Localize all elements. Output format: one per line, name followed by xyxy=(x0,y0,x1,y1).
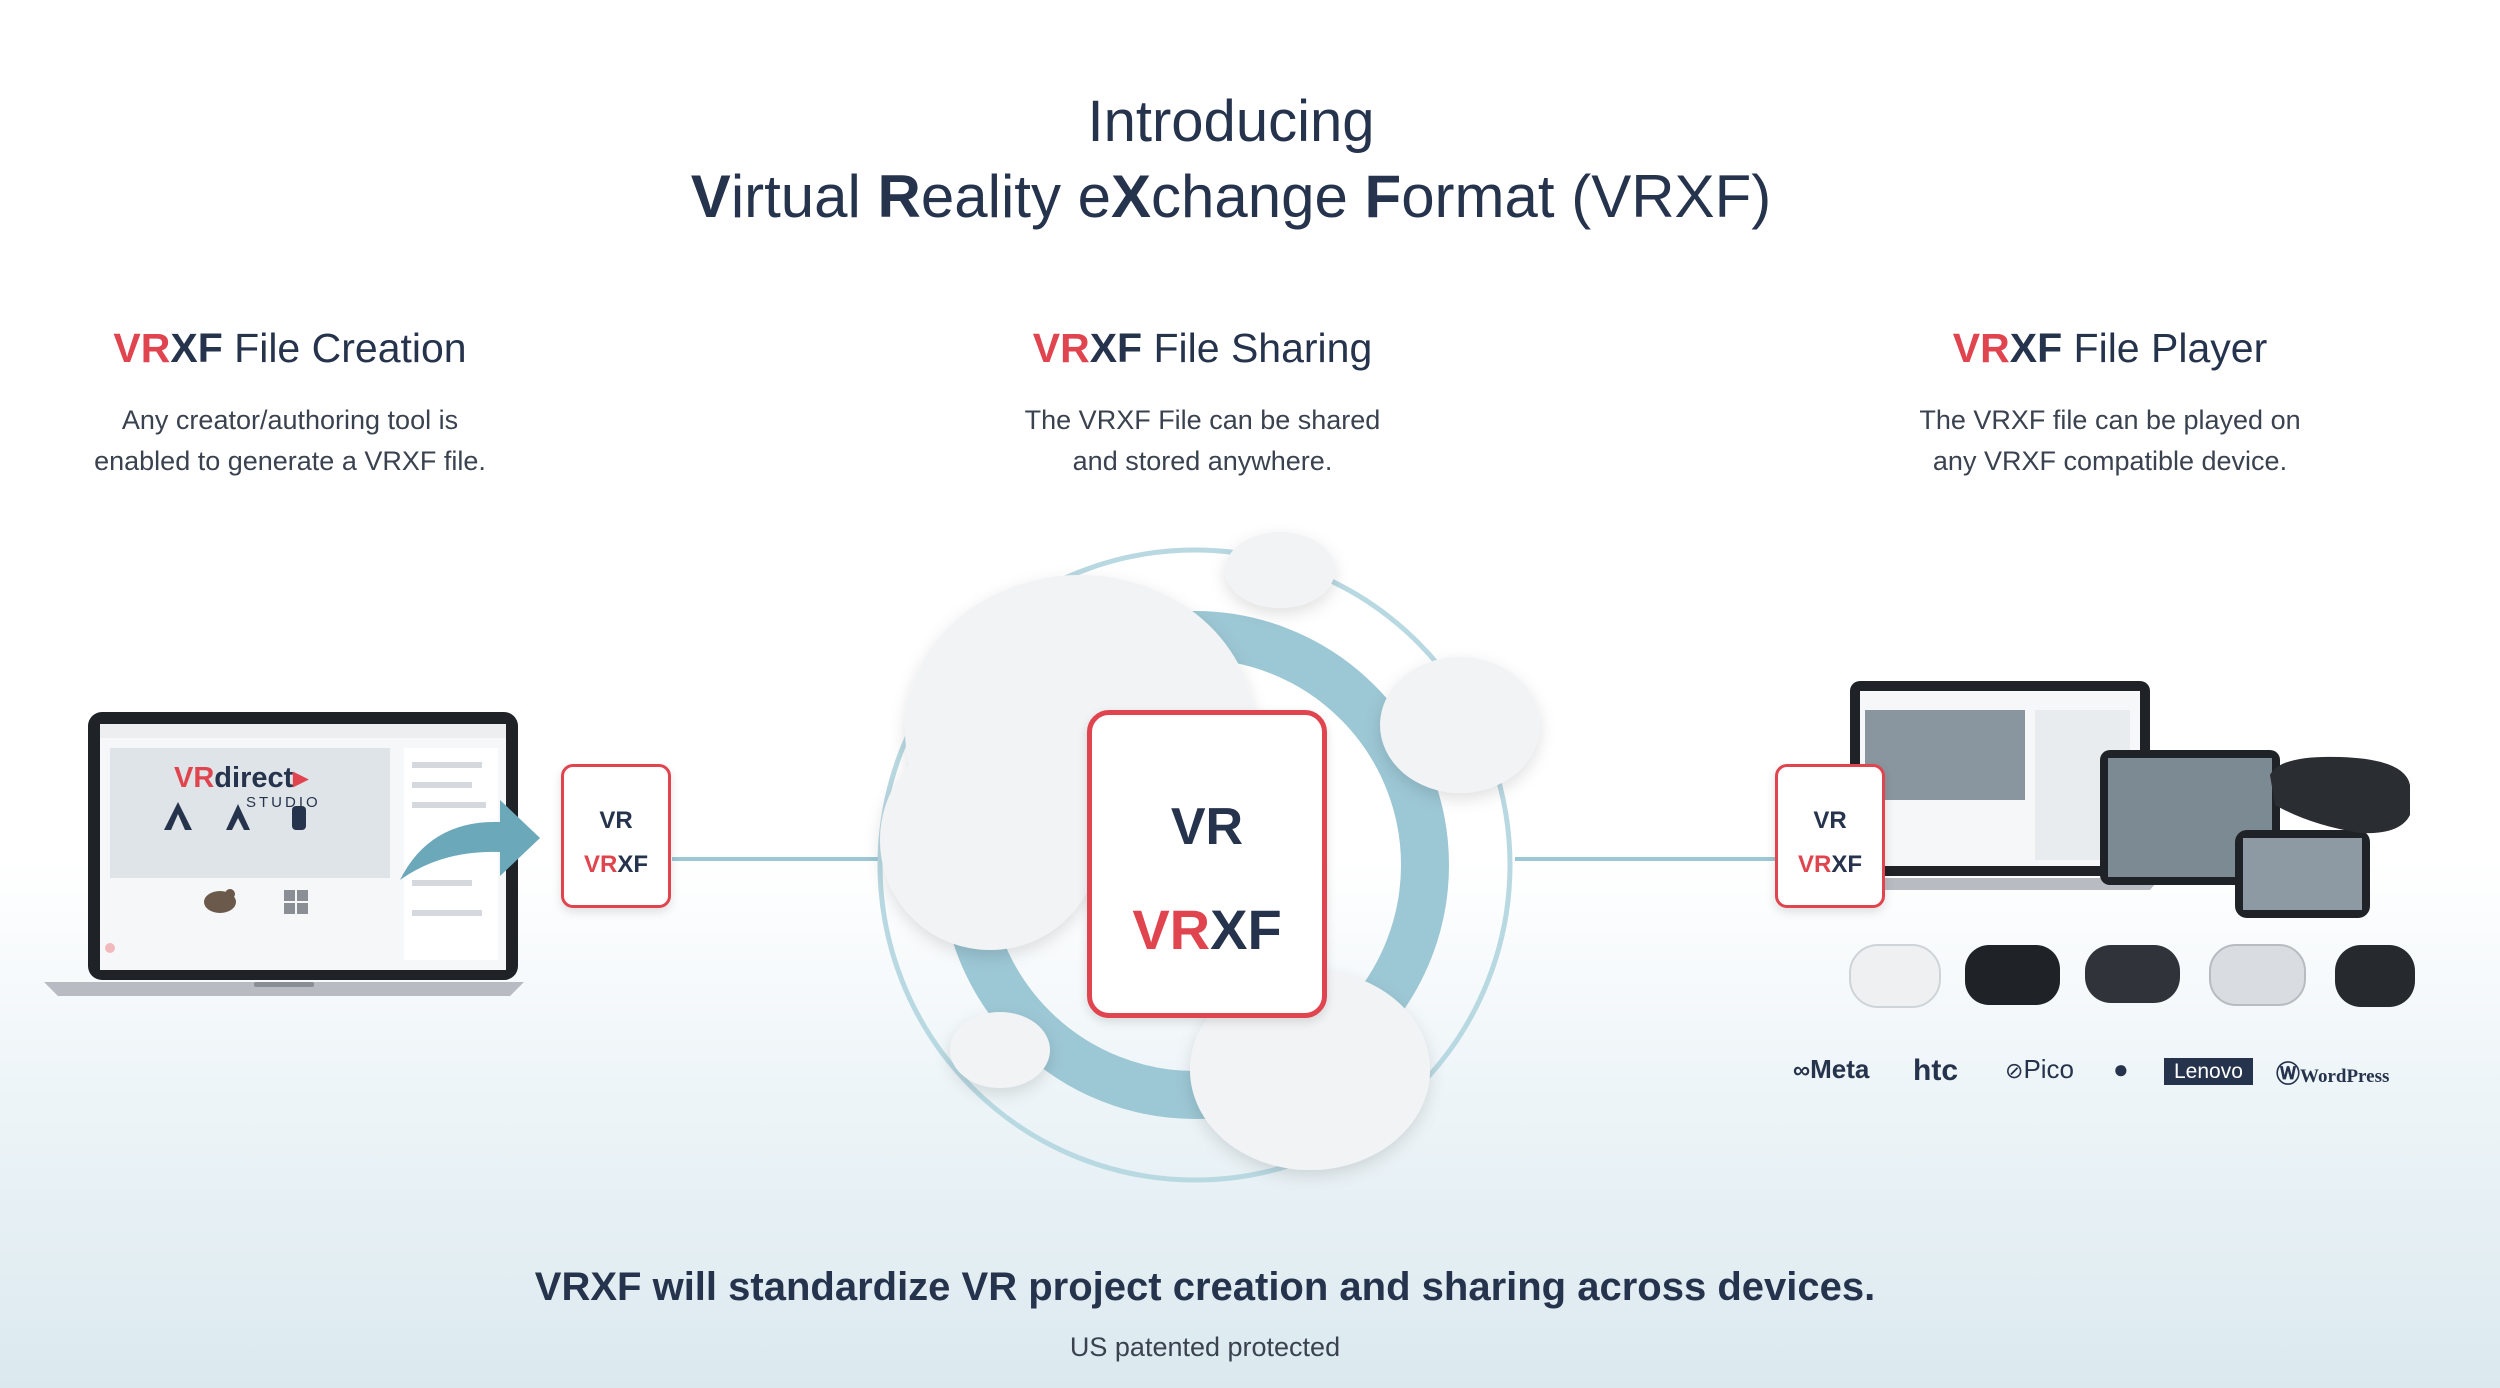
title-part: X xyxy=(1110,163,1152,230)
cloud-storage-diagram xyxy=(877,532,1540,1183)
title-format-name: Virtual Reality eXchange Format (VRXF) xyxy=(0,162,2462,231)
brand-lenovo: Lenovo xyxy=(2164,1054,2253,1085)
app-sub: STUDIO xyxy=(246,794,321,811)
cloud-small-top xyxy=(1225,532,1335,608)
title-part: R xyxy=(877,163,921,230)
brand-wordpress: ⓌWordPress xyxy=(2276,1062,2390,1088)
connector-right xyxy=(1515,857,1775,861)
apple-icon: ● xyxy=(2113,1054,2129,1084)
cloud-bottom-right xyxy=(1190,970,1430,1170)
footer-patent-note: US patented protected xyxy=(1069,1332,1341,1362)
column-file-creation: VRXF File Creation Any creator/authoring… xyxy=(40,325,540,482)
title-part: V xyxy=(690,163,731,230)
vrxf-file-icon-center: VR VRXF xyxy=(1087,710,1327,1018)
brand-meta: ∞Meta xyxy=(1793,1054,1870,1084)
brand-htc: htc xyxy=(1913,1054,1958,1087)
brand-pico: ⊘Pico xyxy=(2005,1054,2075,1084)
title-part: F xyxy=(1364,163,1402,230)
windows-icon xyxy=(284,890,308,914)
connector-left xyxy=(672,857,882,861)
devices-illustration xyxy=(1840,681,2415,1008)
cloud-small-left xyxy=(950,1012,1050,1088)
title-part: change xyxy=(1151,163,1365,230)
headset-row xyxy=(1849,944,2415,1008)
title-part: irtual xyxy=(730,163,878,230)
arrow-icon xyxy=(400,800,540,880)
outer-ring xyxy=(877,547,1513,1183)
title-part: ormat (VRXF) xyxy=(1401,163,1772,230)
gimp-icon xyxy=(204,889,236,913)
footer-statement: VRXF will standardize VR project creatio… xyxy=(534,1265,1876,1309)
column-file-player: VRXF File Player The VRXF file can be pl… xyxy=(1860,325,2360,482)
heading-file-sharing: VRXF File Sharing xyxy=(1032,325,1373,371)
cloud-right xyxy=(1380,657,1540,793)
app-brand: VRdirect▸ xyxy=(174,762,308,794)
authoring-tool-icons xyxy=(164,802,306,830)
column-file-sharing: VRXF File Sharing The VRXF File can be s… xyxy=(1000,325,1405,482)
cloud-left xyxy=(880,730,1100,950)
vrxf-file-icon-left: VR VRXF xyxy=(561,764,671,908)
laptop-illustration: VRdirect▸ STUDIO xyxy=(44,710,524,1000)
title-part: eality e xyxy=(920,163,1111,230)
vr-headset-large xyxy=(2270,756,2410,834)
title-intro: Introducing xyxy=(1087,89,1375,154)
heading-file-creation: VRXF File Creation xyxy=(113,325,467,371)
heading-file-player: VRXF File Player xyxy=(1952,325,2268,371)
vrxf-file-icon-right: VR VRXF xyxy=(1775,764,1885,908)
